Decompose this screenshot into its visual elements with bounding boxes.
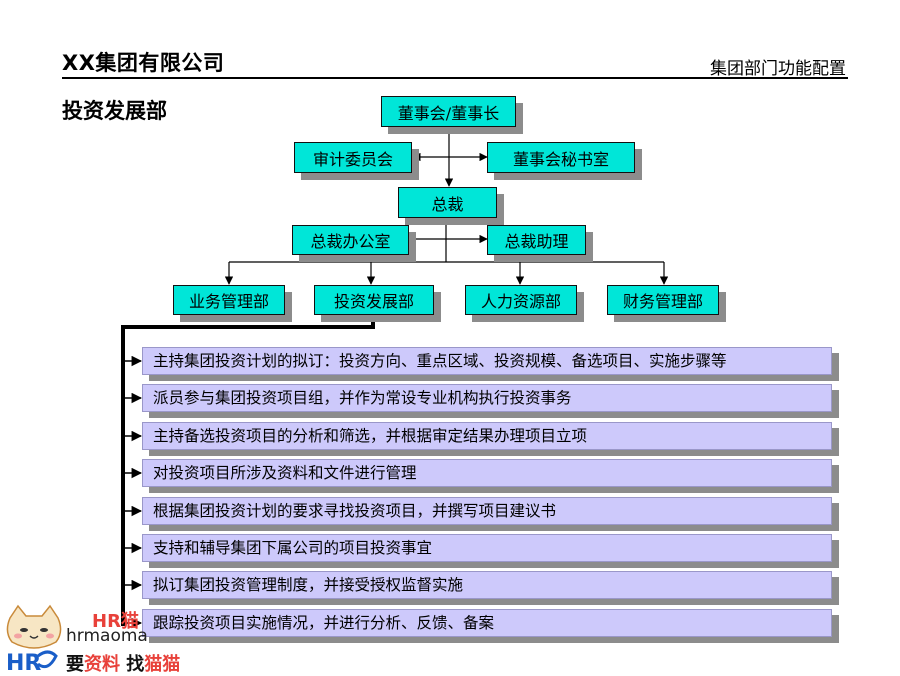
function-item: 支持和辅导集团下属公司的项目投资事宜: [142, 534, 832, 562]
slogan-part-c: 找: [120, 654, 145, 675]
watermark-brand: HR猫: [92, 611, 139, 632]
company-name: XX集团有限公司: [62, 51, 225, 75]
node-ceo-assistant: 总裁助理: [487, 225, 586, 255]
node-dept-investment: 投资发展部: [314, 285, 434, 315]
function-item: 主持集团投资计划的拟订：投资方向、重点区域、投资规模、备选项目、实施步骤等: [142, 347, 832, 375]
watermark-logo: HR HR猫 hrmaoma 要资料 找猫猫: [2, 604, 212, 675]
node-audit-committee: 审计委员会: [294, 142, 412, 173]
function-item: 主持备选投资项目的分析和筛选，并根据审定结果办理项目立项: [142, 422, 832, 450]
node-dept-business: 业务管理部: [173, 285, 285, 315]
node-dept-hr: 人力资源部: [465, 285, 577, 315]
function-item: 对投资项目所涉及资料和文件进行管理: [142, 459, 832, 487]
node-dept-finance: 财务管理部: [607, 285, 719, 315]
node-ceo: 总裁: [398, 187, 497, 218]
page-subtitle: 集团部门功能配置: [710, 59, 846, 79]
slogan-part-d: 猫猫: [144, 654, 181, 675]
slogan-part-b: 资料: [84, 654, 120, 675]
watermark-slogan: 要资料 找猫猫: [66, 650, 180, 676]
function-item: 派员参与集团投资项目组，并作为常设专业机构执行投资事务: [142, 384, 832, 412]
function-item: 根据集团投资计划的要求寻找投资项目，并撰写项目建议书: [142, 497, 832, 525]
node-ceo-office: 总裁办公室: [292, 225, 409, 255]
function-item: 拟订集团投资管理制度，并接受授权监督实施: [142, 571, 832, 599]
svg-text:HR: HR: [6, 651, 41, 675]
node-board-secretary: 董事会秘书室: [487, 142, 635, 173]
slogan-part-a: 要: [66, 654, 84, 675]
header-rule: [62, 77, 848, 79]
department-title: 投资发展部: [62, 99, 167, 123]
watermark-site: hrmaoma: [66, 626, 148, 646]
function-item: 跟踪投资项目实施情况，并进行分析、反馈、备案: [142, 609, 832, 637]
node-board: 董事会/董事长: [381, 96, 516, 127]
cat-mascot-icon: HR: [6, 604, 62, 675]
